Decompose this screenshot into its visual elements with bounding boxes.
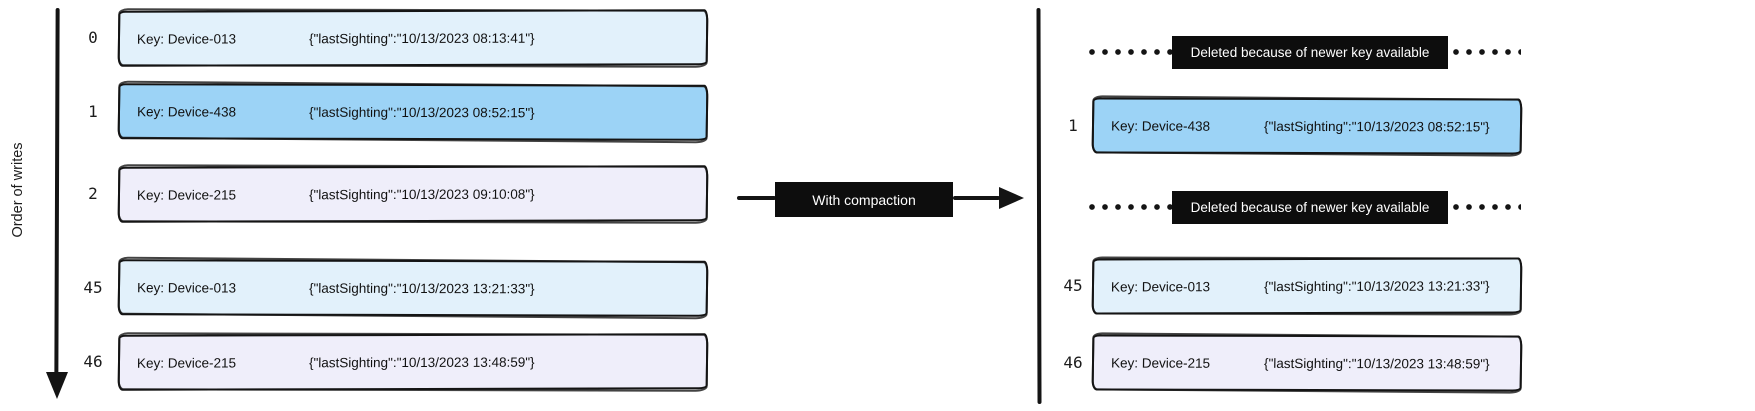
order-number: 0	[88, 28, 98, 47]
deleted-record-label: Deleted because of newer key available	[1172, 191, 1448, 224]
order-number: 46	[83, 352, 103, 371]
record-key: Key: Device-215	[136, 186, 237, 203]
record-key: Key: Device-215	[136, 354, 237, 371]
log-record: Key: Device-438 {"lastSighting":"10/13/2…	[117, 83, 709, 141]
record-value: {"lastSighting":"10/13/2023 13:21:33"}	[1263, 278, 1490, 294]
log-record: Key: Device-013 {"lastSighting":"10/13/2…	[1091, 257, 1523, 315]
order-number: 45	[1063, 276, 1083, 295]
record-key: Key: Device-013	[136, 279, 237, 296]
log-record: Key: Device-215 {"lastSighting":"10/13/2…	[1091, 334, 1523, 392]
down-arrowhead-icon	[46, 372, 68, 399]
log-record: Key: Device-013 {"lastSighting":"10/13/2…	[117, 259, 709, 317]
order-number: 46	[1063, 353, 1083, 372]
order-number: 45	[83, 278, 103, 297]
log-record: Key: Device-438 {"lastSighting":"10/13/2…	[1091, 97, 1523, 155]
order-of-writes-axis-line	[54, 7, 60, 375]
record-key: Key: Device-215	[1110, 354, 1211, 371]
deleted-record-label: Deleted because of newer key available	[1172, 36, 1448, 69]
log-record: Key: Device-215 {"lastSighting":"10/13/2…	[117, 165, 709, 223]
log-record: Key: Device-215 {"lastSighting":"10/13/2…	[117, 333, 709, 391]
order-number: 1	[1068, 116, 1078, 135]
order-number: 2	[88, 184, 98, 203]
right-arrowhead-icon	[999, 187, 1024, 209]
record-value: {"lastSighting":"10/13/2023 13:48:59"}	[1263, 355, 1490, 371]
connector-line	[953, 196, 1000, 200]
record-value: {"lastSighting":"10/13/2023 13:48:59"}	[308, 354, 535, 370]
order-of-writes-label: Order of writes	[10, 142, 26, 238]
record-value: {"lastSighting":"10/13/2023 09:10:08"}	[308, 186, 535, 202]
record-key: Key: Device-013	[136, 30, 237, 47]
log-record: Key: Device-013 {"lastSighting":"10/13/2…	[117, 9, 709, 67]
record-key: Key: Device-013	[1110, 278, 1211, 295]
record-key: Key: Device-438	[136, 103, 237, 120]
connector-line	[737, 196, 776, 200]
record-value: {"lastSighting":"10/13/2023 08:52:15"}	[1263, 118, 1490, 134]
compacted-log-axis-line	[1036, 7, 1042, 405]
record-value: {"lastSighting":"10/13/2023 08:13:41"}	[308, 30, 535, 46]
record-value: {"lastSighting":"10/13/2023 08:52:15"}	[308, 104, 535, 120]
record-value: {"lastSighting":"10/13/2023 13:21:33"}	[308, 280, 535, 296]
order-number: 1	[88, 102, 98, 121]
record-key: Key: Device-438	[1110, 117, 1211, 134]
with-compaction-label: With compaction	[775, 182, 953, 217]
